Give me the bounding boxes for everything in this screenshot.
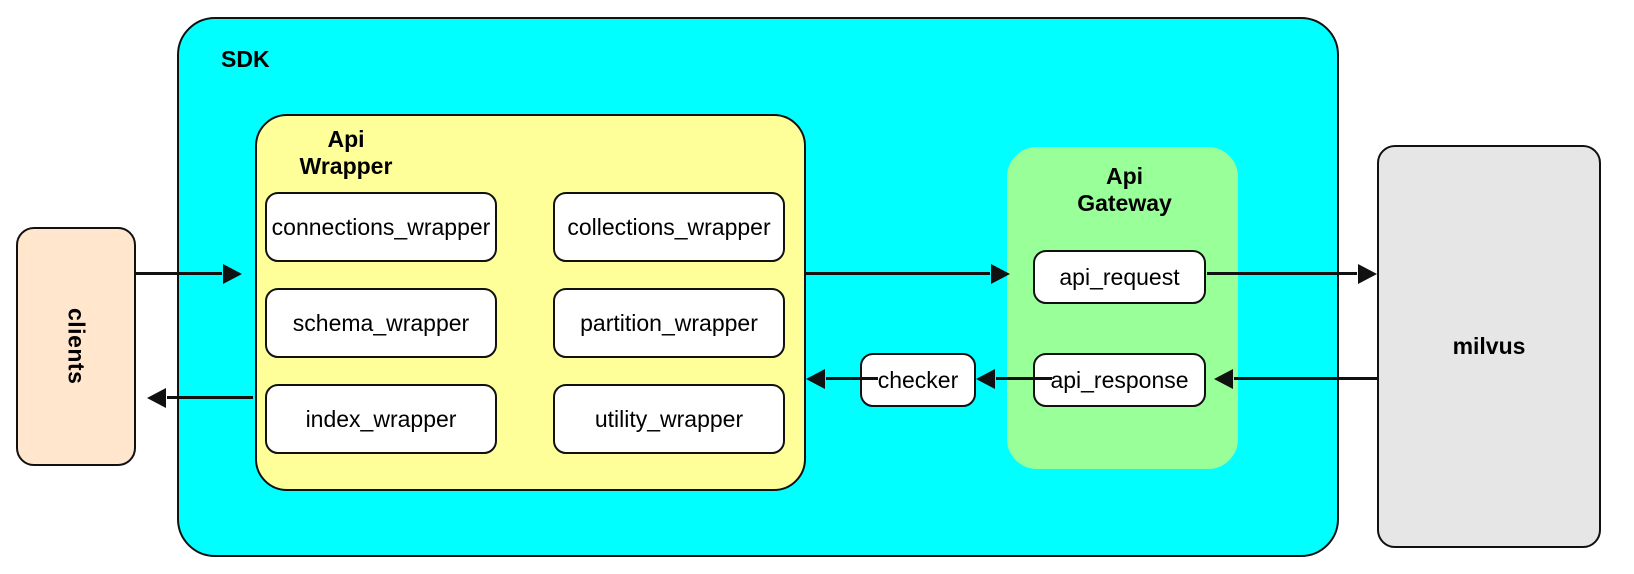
arrow-sdk-to-clients: [147, 387, 253, 408]
partition-wrapper-node[interactable]: partition_wrapper: [553, 288, 785, 358]
milvus-node[interactable]: milvus: [1377, 145, 1601, 548]
arrow-api-wrapper-to-api-request: [806, 263, 1010, 284]
schema-wrapper-node[interactable]: schema_wrapper: [265, 288, 497, 358]
index-wrapper-node[interactable]: index_wrapper: [265, 384, 497, 454]
node-label: index_wrapper: [305, 405, 457, 432]
connections-wrapper-node[interactable]: connections_wrapper: [265, 192, 497, 262]
api-response-node[interactable]: api_response: [1033, 353, 1206, 407]
collections-wrapper-node[interactable]: collections_wrapper: [553, 192, 785, 262]
sdk-title: SDK: [221, 46, 270, 72]
node-label: collections_wrapper: [567, 213, 771, 240]
api-gateway-container[interactable]: Api Gateway: [1007, 147, 1238, 469]
node-label: api_request: [1059, 263, 1180, 290]
node-label: api_response: [1050, 366, 1189, 393]
arrow-head-left-icon: [976, 368, 995, 389]
node-label: utility_wrapper: [594, 405, 744, 432]
arrow-milvus-to-api-response: [1214, 368, 1377, 389]
utility-wrapper-node[interactable]: utility_wrapper: [553, 384, 785, 454]
arrow-head-left-icon: [1214, 368, 1233, 389]
api-request-node[interactable]: api_request: [1033, 250, 1206, 304]
arrow-api-response-to-checker: [976, 368, 1052, 389]
arrow-api-request-to-milvus: [1207, 263, 1377, 284]
milvus-label: milvus: [1452, 333, 1526, 359]
api-wrapper-title: Api Wrapper: [299, 126, 393, 180]
arrow-checker-to-api-wrapper: [806, 368, 878, 389]
arrow-clients-to-sdk: [136, 263, 242, 284]
arrow-head-left-icon: [147, 387, 166, 408]
clients-node[interactable]: clients: [16, 227, 136, 466]
clients-label: clients: [63, 308, 90, 385]
node-label: checker: [877, 366, 959, 393]
node-label: connections_wrapper: [271, 213, 491, 240]
arrow-head-left-icon: [806, 368, 825, 389]
arrow-head-right-icon: [991, 263, 1010, 284]
checker-node[interactable]: checker: [860, 353, 976, 407]
node-label: schema_wrapper: [292, 309, 470, 336]
arrow-head-right-icon: [1358, 263, 1377, 284]
api-gateway-title: Api Gateway: [1077, 163, 1172, 217]
arrow-head-right-icon: [223, 263, 242, 284]
node-label: partition_wrapper: [580, 309, 758, 336]
